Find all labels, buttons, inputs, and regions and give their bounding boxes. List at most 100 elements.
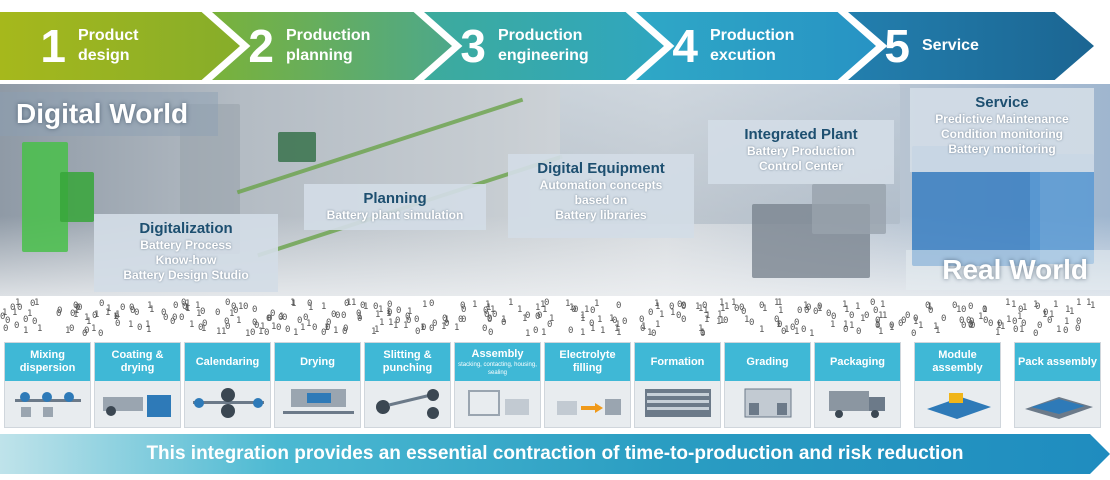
step-formation: Formation [634,342,721,428]
binary-digit: 0 [826,309,832,319]
step-label: Electrolyte filling [545,343,630,381]
binary-digit: 1 [569,303,575,313]
binary-digit: 1 [300,323,306,333]
binary-digit: 0 [487,314,493,324]
binary-digit: 0 [357,314,363,324]
binary-digit: 1 [271,322,277,332]
binary-digit: 0 [925,301,931,311]
binary-digit: 1 [201,324,207,334]
binary-digit: 1 [65,326,71,336]
binary-digit: 1 [809,329,815,339]
planning-line: Battery plant simulation [326,208,464,222]
binary-digit: 1 [882,311,888,321]
binary-digit: 0 [321,328,327,338]
binary-digit: 0 [73,301,79,311]
binary-digit: 0 [969,317,975,327]
binary-digit: 1 [778,306,784,316]
binary-digit: 0 [676,311,682,321]
binary-digit: 0 [200,307,206,317]
binary-digit: 0 [5,316,11,326]
step-packaging: Packaging [814,342,901,428]
binary-digit: 0 [774,315,780,325]
binary-digit: 1 [508,298,514,308]
binary-digit: 0 [982,305,988,315]
pack-icon [1025,397,1093,419]
assembly-icon [468,390,529,416]
binary-digit: 0 [461,315,467,325]
binary-digit: 0 [225,298,231,308]
binary-digit: 0 [913,314,919,324]
binary-digit: 1 [147,301,153,311]
binary-digit: 1 [291,299,297,309]
binary-digit: 0 [429,299,435,309]
binary-digit: 1 [719,316,725,326]
binary-digit: 1 [549,314,555,324]
binary-digit: 0 [250,328,256,338]
step-label: Drying [275,343,360,381]
step-label: Packaging [815,343,900,381]
binary-digit: 1 [855,302,861,312]
binary-digit: 0 [215,308,221,318]
integrated-plant-title: Integrated Plant [744,126,858,143]
binary-digit: 0 [616,301,622,311]
binary-digit: 1 [386,307,392,317]
planning-box: Planning Battery plant simulation [304,184,486,230]
binary-digit: 0 [130,306,136,316]
binary-digit: 1 [444,315,450,325]
binary-digit: 0 [997,319,1003,329]
binary-digit: 0 [928,306,934,316]
binary-digit: 0 [134,308,140,318]
binary-digit: 0 [129,303,135,313]
binary-digit: 0 [484,310,490,320]
electrolyte-icon [557,399,621,415]
binary-digit: 1 [654,299,660,309]
binary-digit: 1 [15,298,21,308]
binary-digit: 0 [483,306,489,316]
binary-digit: 1 [842,300,848,310]
step-label: Pack assembly [1015,343,1100,381]
binary-digit: 0 [170,317,176,327]
binary-digit: 0 [57,306,63,316]
phase-label: Production excution [710,27,795,64]
binary-digit: 1 [525,329,531,339]
binary-digit: 1 [1017,312,1023,322]
binary-digit: 0 [1018,305,1024,315]
binary-digit: 1 [1005,298,1011,308]
binary-digit: 1 [784,325,790,335]
binary-digit: 1 [407,307,413,317]
service-box: Service Predictive Maintenance Condition… [910,88,1094,172]
binary-digit: 1 [590,324,596,334]
binary-digit: 0 [968,302,974,312]
binary-digit: 0 [458,315,464,325]
digitalization-box: Digitalization Battery Process Know-how … [94,214,278,292]
binary-digit: 0 [267,314,273,324]
binary-digit: 0 [115,319,121,329]
binary-digit: 0 [326,318,332,328]
binary-digit: 0 [432,319,438,329]
binary-digit: 1 [145,320,151,330]
binary-digit: 0 [10,303,16,313]
binary-digit: 0 [777,320,783,330]
binary-digit: 0 [1076,317,1082,327]
binary-digit: 1 [386,309,392,319]
binary-digit: 0 [307,299,313,309]
digital-world-backdrop [0,92,218,136]
binary-digit: 1 [927,302,933,312]
binary-digit: 0 [0,312,6,322]
binary-digit: 1 [195,301,201,311]
process-steps: Mixing dispersion Coating & drying Calen… [0,342,1110,428]
binary-digit: 1 [73,310,79,320]
binary-digit: 1 [978,312,984,322]
binary-digit: 0 [182,302,188,312]
binary-digit: 0 [75,303,81,313]
binary-digit: 1 [878,327,884,337]
binary-digit: 1 [933,322,939,332]
binary-digit: 1 [185,304,191,314]
binary-digit: 1 [393,321,399,331]
binary-digit: 1 [472,300,478,310]
binary-digit: 1 [803,301,809,311]
binary-digit: 0 [573,305,579,315]
binary-digit: 0 [966,316,972,326]
digital-equipment-line: Battery libraries [555,208,647,222]
